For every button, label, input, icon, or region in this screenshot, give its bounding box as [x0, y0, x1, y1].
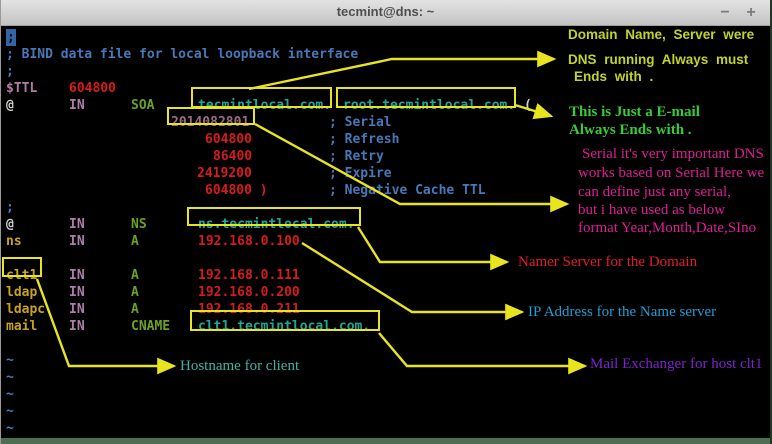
titlebar[interactable]: tecmint@dns: ~ − + [1, 0, 770, 26]
zone-comment-line: ; [6, 64, 14, 79]
window-bottom-border [1, 438, 770, 444]
record-name: ldapc [6, 302, 46, 317]
zone-comment-line: ; [6, 29, 766, 46]
record-type: NS [131, 217, 147, 232]
empty-line-tilde: ~ [6, 404, 14, 419]
zone-comment-line: ; [6, 200, 14, 215]
record-class: IN [69, 217, 85, 232]
record-name: @ [6, 217, 14, 232]
record-type: A [131, 268, 139, 283]
record-name: ldap [6, 285, 38, 300]
a-record-row: ldap IN A 192.168.0.200 [6, 284, 766, 301]
empty-line-tilde: ~ [6, 370, 14, 385]
record-name: ns [6, 234, 22, 249]
ttl-value: 604800 [69, 81, 116, 96]
soa-open-paren: ( [524, 98, 532, 113]
record-class: IN [69, 319, 85, 334]
record-value: 192.168.0.211 [198, 302, 300, 317]
soa-expire-value: 2419200 [197, 166, 252, 181]
soa-refresh-value: 604800 [205, 132, 252, 147]
soa-primary-ns: tecmintlocal.com. [198, 98, 332, 113]
soa-admin-email: root.tecmintlocal.com. [343, 98, 516, 113]
soa-expire-comment: ; Expire [329, 166, 392, 181]
record-value: 192.168.0.200 [198, 285, 300, 300]
soa-ncache-comment: ; Negative Cache TTL [329, 183, 486, 198]
annotation-ip-address: IP Address for the Name server [528, 304, 717, 320]
soa-refresh-comment: ; Refresh [329, 132, 400, 147]
annotation-serial: Serial it's very important DNS works bas… [578, 146, 765, 236]
record-class: IN [69, 285, 85, 300]
empty-line-tilde: ~ [6, 387, 14, 402]
a-record-row: ns IN A 192.168.0.100 [6, 233, 766, 250]
empty-line-tilde: ~ [6, 353, 14, 368]
terminal-cursor: ; [6, 29, 16, 46]
empty-line-tilde: ~ [6, 421, 14, 436]
soa-class: IN [69, 98, 85, 113]
soa-ncache-value: 604800 ) [205, 183, 268, 198]
record-type: A [131, 234, 139, 249]
record-name: clt1 [6, 268, 38, 283]
record-name: mail [6, 319, 38, 334]
soa-name: @ [6, 98, 14, 113]
record-value: 192.168.0.111 [198, 268, 300, 283]
record-class: IN [69, 234, 85, 249]
record-value: clt1.tecmintlocal.com. [198, 319, 371, 334]
annotation-hostname: Hostname for client [180, 358, 300, 374]
annotation-name-server: Namer Server for the Domain [518, 254, 698, 270]
terminal-screen[interactable]: ; ; BIND data file for local loopback in… [1, 26, 770, 444]
window-title: tecmint@dns: ~ [336, 4, 435, 19]
annotation-mail-exchanger: Mail Exchanger for host clt1 [590, 356, 763, 372]
record-class: IN [69, 302, 85, 317]
record-type: CNAME [131, 319, 171, 334]
record-value: ns.tecmintlocal.com. [198, 217, 355, 232]
record-type: A [131, 285, 139, 300]
annotation-email: This is Just a E-mail Always Ends with . [569, 104, 700, 138]
minimize-button[interactable]: − [720, 4, 730, 21]
ttl-directive: $TTL [6, 81, 38, 96]
maximize-button[interactable]: + [746, 4, 756, 21]
ttl-directive-line: $TTL 604800 [6, 80, 766, 97]
soa-retry-value: 86400 [213, 149, 253, 164]
record-value: 192.168.0.100 [198, 234, 300, 249]
soa-serial-comment: ; Serial [329, 115, 392, 130]
soa-record-line: @ IN SOA tecmintlocal.com. root.tecmintl… [6, 97, 766, 114]
soa-type: SOA [131, 98, 155, 113]
record-type: A [131, 302, 139, 317]
record-class: IN [69, 268, 85, 283]
annotation-domain-name: Domain Name, Server were DNS running Alw… [568, 27, 755, 84]
soa-serial-value: 2014082801 [171, 115, 250, 130]
soa-retry-comment: ; Retry [329, 149, 384, 164]
